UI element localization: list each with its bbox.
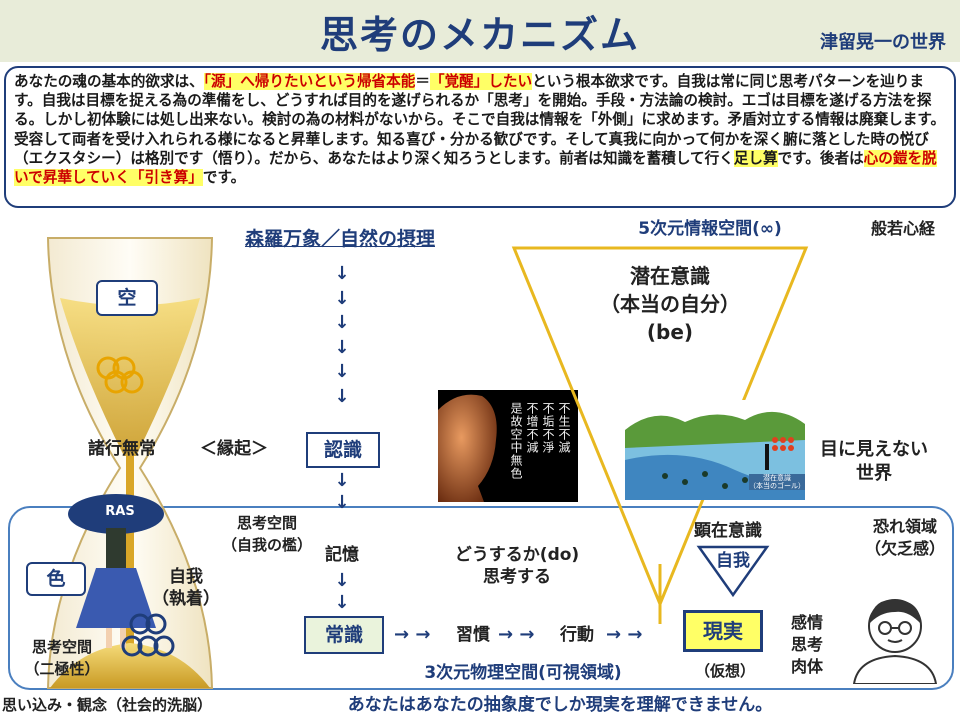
intro-highlight-2: 「覚醒」したい	[429, 73, 533, 90]
landscape-caption: 潜在意識 （本当のゴール）	[749, 474, 805, 490]
nikutai-label: 肉体	[790, 657, 823, 676]
omoikomi-label: 思い込み・観念（社会的洗脳）	[2, 696, 213, 714]
page-title: 思考のメカニズム	[319, 13, 640, 57]
kenzai-label: 顕在意識	[694, 521, 762, 541]
hourglass-illustration	[46, 237, 214, 689]
intro-text-box: あなたの魂の基本的欲求は、「源」へ帰りたいという帰省本能＝「覚醒」したいという根…	[4, 66, 956, 208]
intro-highlight-1: 「源」へ帰りたいという帰省本能	[203, 73, 416, 90]
jiga-shuchaku-label: 自我 （執着）	[152, 567, 220, 609]
sutra-col-3: 不垢不淨	[541, 402, 555, 454]
mienai-sekai-label: 目に見えない 世界	[820, 439, 928, 484]
flow-arrows-2: → →	[498, 624, 535, 645]
chain-rings-icon	[121, 613, 175, 657]
kaso-label: （仮想）	[694, 662, 755, 680]
down-arrows-mid: ↓ ↓	[334, 470, 350, 513]
senzai-label: 潜在意識	[630, 264, 710, 288]
shogyomujo-label: 諸行無常	[88, 439, 156, 459]
sutra-col-4: 不生不滅	[557, 402, 571, 454]
shiko-label: 思考	[790, 635, 823, 654]
sutra-col-2: 不增不減	[525, 402, 539, 454]
ego-triangle	[696, 545, 770, 598]
osore-ryoiki-label: 恐れ領域 （欠乏感）	[864, 517, 945, 558]
shiko-kukan-nikyokusei-label: 思考空間 （二極性）	[24, 638, 100, 678]
ras-label: RAS	[105, 504, 135, 519]
footer-statement: あなたはあなたの抽象度でしか現実を理解できません。	[347, 695, 773, 715]
kanjo-label: 感情	[790, 613, 823, 632]
shinra-bansho-label: 森羅万象／自然の摂理	[244, 228, 435, 250]
engi-label: ＜縁起＞	[200, 439, 268, 459]
ku-box: 空	[96, 280, 158, 316]
hontou-label: （本当の自分）	[600, 292, 740, 316]
intro-part-1: あなたの魂の基本的欲求は、	[14, 73, 204, 90]
intro-part-5: です。	[202, 169, 246, 187]
buddha-image: 是故空中無色 不增不減 不垢不淨 不生不滅	[438, 390, 578, 502]
dimension3-label: 3次元物理空間(可視領域)	[424, 663, 622, 683]
genjitsu-box: 現実	[683, 610, 763, 652]
person-avatar	[852, 599, 938, 684]
down-arrows-lower: ↓ ↓	[334, 570, 350, 613]
kodo-label: 行動	[560, 625, 594, 645]
header-band	[0, 0, 960, 62]
do-thinking-label: どうするか(do) 思考する	[454, 545, 580, 587]
author-label: 津留晃一の世界	[820, 32, 946, 53]
landscape-illustration: 潜在意識 （本当のゴール）	[625, 400, 805, 500]
physical-space-box	[8, 506, 954, 690]
be-label: (be)	[646, 320, 694, 344]
sutra-col-1: 是故空中無色	[509, 402, 523, 480]
hannya-label: 般若心経	[870, 219, 935, 238]
shiko-kukan-ori-label: 思考空間 （自我の檻）	[221, 514, 312, 554]
kioku-label: 記憶	[325, 545, 359, 565]
flow-arrows-1: → →	[394, 624, 431, 645]
intro-part-4: です。後者は	[777, 149, 864, 167]
jiga-label: 自我	[716, 551, 750, 571]
flow-arrows-3: → →	[606, 624, 643, 645]
ninshiki-box: 認識	[306, 432, 380, 468]
intro-part-3: という根本欲求です。自我は常に同じ思考パターンを辿ります。自我は目標を捉える為の…	[14, 73, 946, 167]
buddha-face-icon	[438, 394, 497, 502]
joshiki-box: 常識	[304, 616, 384, 654]
dimension5-label: 5次元情報空間(∞)	[638, 219, 782, 239]
down-arrows-upper: ↓ ↓ ↓ ↓ ↓ ↓	[334, 263, 350, 407]
shiki-box: 色	[26, 562, 86, 596]
shukan-label: 習慣	[456, 625, 490, 645]
intro-part-2: ＝	[415, 73, 430, 90]
intro-highlight-3: 足し算	[733, 149, 778, 167]
